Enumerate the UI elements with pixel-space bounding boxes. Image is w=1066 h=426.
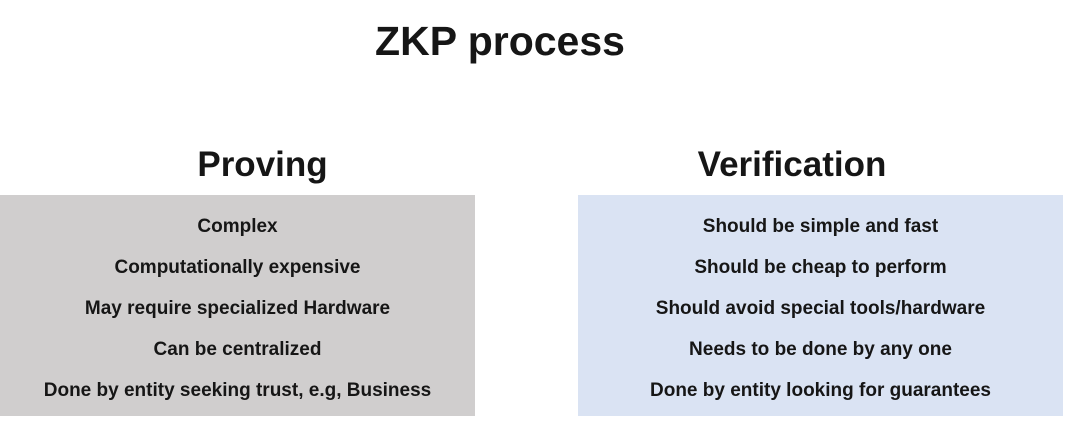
proving-heading: Proving xyxy=(197,145,328,184)
list-item: Done by entity looking for guarantees xyxy=(650,379,991,401)
list-item: Complex xyxy=(197,216,278,238)
proving-box: Complex Computationally expensive May re… xyxy=(0,195,475,416)
list-item: Should avoid special tools/hardware xyxy=(655,297,986,319)
list-item: Can be centralized xyxy=(153,338,322,360)
verification-heading: Verification xyxy=(697,145,887,184)
list-item: Needs to be done by any one xyxy=(689,338,952,360)
verification-box: Should be simple and fast Should be chea… xyxy=(578,195,1063,416)
list-item: Computationally expensive xyxy=(114,257,361,279)
page-title: ZKP process xyxy=(375,18,625,64)
list-item: Should be cheap to perform xyxy=(694,257,947,279)
list-item: Done by entity seeking trust, e.g, Busin… xyxy=(43,379,432,401)
list-item: Should be simple and fast xyxy=(702,216,939,238)
list-item: May require specialized Hardware xyxy=(84,297,391,319)
